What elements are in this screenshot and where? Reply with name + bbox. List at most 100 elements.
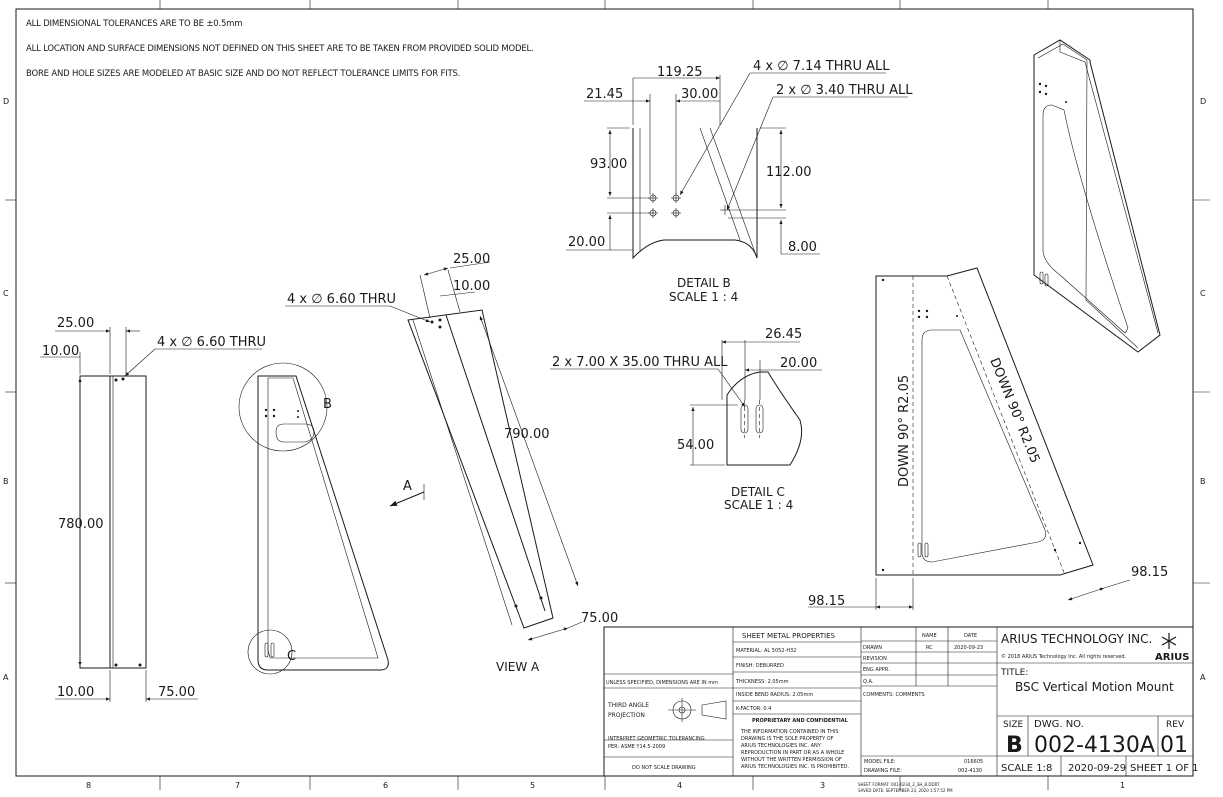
view-a-holes-callout: 4 x ∅ 6.60 THRU	[287, 292, 396, 307]
flat-bend-note-2: DOWN 90° R2.05	[986, 356, 1042, 466]
tb-copyright: © 2018 ARIUS Technology Inc. All rights …	[1001, 653, 1127, 660]
front-dim-780: 780.00	[58, 517, 104, 532]
third-angle-projection-icon	[668, 698, 727, 722]
tb-sheet-metal-title: SHEET METAL PROPERTIES	[742, 632, 836, 640]
zone-col-3: 3	[820, 781, 825, 790]
tb-size-label: SIZE	[1003, 720, 1024, 730]
tb-drawn-name: RC	[926, 645, 933, 651]
tb-rev-label: REV	[1166, 720, 1185, 730]
front-dim-75: 75.00	[158, 685, 195, 700]
flat-bend-note-1: DOWN 90° R2.05	[897, 375, 912, 487]
saved-date: SAVED DATE: SEPTEMBER 23, 2020 1:57:52 P…	[858, 788, 953, 793]
tb-drawing-file: 002-4130	[958, 768, 982, 774]
detail-c-scale: SCALE 1 : 4	[724, 498, 793, 512]
tb-unless: UNLESS SPECIFIED, DIMENSIONS ARE IN mm	[606, 680, 718, 686]
front-dim-25: 25.00	[57, 316, 94, 331]
front-view: 25.00 10.00 4 x ∅ 6.60 THRU 780.00 10.00…	[40, 316, 266, 702]
note-location: ALL LOCATION AND SURFACE DIMENSIONS NOT …	[26, 44, 534, 54]
detail-b-dim-112: 112.00	[766, 165, 812, 180]
detail-b-circle	[238, 362, 328, 452]
side-view: B C A	[238, 362, 425, 675]
flat-dim-98-15-a: 98.15	[808, 594, 845, 609]
zone-row-d-right: D	[1200, 97, 1206, 106]
tb-eng-appr: ENG APPR.	[863, 667, 890, 673]
detail-c-dim-54: 54.00	[677, 438, 714, 453]
tb-dwg-label: DWG. NO.	[1034, 719, 1084, 730]
tb-interpret-2: PER: ASME Y14.5-2009	[608, 744, 665, 750]
note-bore: BORE AND HOLE SIZES ARE MODELED AT BASIC…	[26, 69, 460, 79]
detail-c-dim-20: 20.00	[780, 356, 817, 371]
zone-col-8: 8	[86, 781, 91, 790]
tb-bend-radius: INSIDE BEND RADIUS: 2.05mm	[736, 692, 813, 698]
tb-rev: 01	[1160, 733, 1188, 758]
tb-thickness: THICKNESS: 2.05mm	[735, 679, 789, 685]
zone-col-6: 6	[383, 781, 388, 790]
tb-col-name: NAME	[922, 633, 937, 639]
detail-b-holes-340: 2 x ∅ 3.40 THRU ALL	[776, 83, 913, 98]
detail-b-dim-93: 93.00	[590, 157, 627, 172]
tb-size: B	[1006, 733, 1023, 758]
view-a-dim-10: 10.00	[453, 279, 490, 294]
zone-row-a-right: A	[1200, 673, 1206, 682]
zone-labels: 8 7 6 5 4 3 1 D C B A D C B A	[3, 97, 1206, 790]
tb-material: MATERIAL: AL 5052-H32	[736, 648, 796, 654]
tb-proprietary-title: PROPRIETARY AND CONFIDENTIAL	[752, 718, 849, 724]
general-notes: ALL DIMENSIONAL TOLERANCES ARE TO BE ±0.…	[26, 19, 534, 79]
tb-date: 2020-09-29	[1068, 763, 1126, 774]
tb-prop-line-3: ARIUS TECHNOLOGIES INC. ANY	[741, 743, 822, 749]
title-block: SHEET METAL PROPERTIES MATERIAL: AL 5052…	[603, 626, 1199, 777]
tb-company: ARIUS TECHNOLOGY INC.	[1001, 632, 1152, 646]
view-a: 25.00 10.00 4 x ∅ 6.60 THRU 790.00 75.00…	[285, 252, 618, 674]
tb-dwg-no: 002-4130A	[1034, 733, 1155, 758]
sheet-format: SHEET FORMAT: 001-0234_2_SH_B.DDRT	[858, 782, 940, 787]
tb-scale: SCALE 1:8	[1001, 763, 1052, 774]
detail-c-circle	[247, 629, 293, 675]
callout-b: B	[323, 397, 332, 412]
tb-revision: REVISION	[863, 656, 887, 662]
view-a-dim-25: 25.00	[453, 252, 490, 267]
detail-b-dim-30: 30.00	[681, 87, 718, 102]
tb-model-file: 016605	[964, 759, 983, 765]
view-a-dim-75: 75.00	[581, 611, 618, 626]
tb-prop-line-6: ARIUS TECHNOLOGIES INC. IS PROHIBITED.	[741, 764, 849, 770]
tb-sheet: SHEET 1 OF 1	[1130, 763, 1199, 774]
zone-row-c-right: C	[1200, 289, 1206, 298]
detail-b-title: DETAIL B	[677, 276, 731, 290]
view-a-label: VIEW A	[496, 660, 540, 674]
tb-comments: COMMENTS: COMMENTS	[863, 692, 925, 698]
zone-row-b-right: B	[1200, 477, 1206, 486]
tb-drawing-file-label: DRAWING FILE:	[864, 768, 902, 774]
detail-b-dim-21-45: 21.45	[586, 87, 623, 102]
tb-col-date: DATE	[964, 633, 977, 639]
arius-logo-icon	[1161, 633, 1177, 649]
detail-b-dim-8: 8.00	[788, 240, 817, 255]
note-tolerance: ALL DIMENSIONAL TOLERANCES ARE TO BE ±0.…	[26, 19, 242, 29]
isometric-view	[1033, 39, 1161, 353]
tb-qa: Q.A.	[863, 679, 874, 685]
detail-b-scale: SCALE 1 : 4	[669, 290, 738, 304]
front-holes-callout: 4 x ∅ 6.60 THRU	[157, 335, 266, 350]
view-a-dim-790: 790.00	[504, 427, 550, 442]
zone-markers	[5, 0, 1210, 790]
detail-c: 26.45 20.00 2 x 7.00 X 35.00 THRU ALL 54…	[550, 327, 822, 512]
tb-prop-line-4: REPRODUCTION IN PART OR AS A WHOLE	[741, 750, 844, 756]
view-arrow-a: A	[403, 479, 412, 494]
callout-c: C	[287, 649, 296, 664]
zone-col-7: 7	[235, 781, 240, 790]
tb-no-scale: DO NOT SCALE DRAWING	[632, 765, 696, 771]
detail-b-holes-714: 4 x ∅ 7.14 THRU ALL	[753, 59, 890, 74]
tb-prop-line-2: DRAWING IS THE SOLE PROPERTY OF	[741, 736, 834, 742]
detail-c-title: DETAIL C	[731, 485, 785, 499]
zone-col-1: 1	[1120, 781, 1125, 790]
zone-row-c-left: C	[3, 289, 9, 298]
tb-projection-1: THIRD ANGLE	[607, 702, 649, 709]
detail-c-slots-callout: 2 x 7.00 X 35.00 THRU ALL	[552, 355, 728, 370]
tb-finish: FINISH: DEBURRED	[736, 663, 784, 669]
zone-row-b-left: B	[3, 477, 9, 486]
flat-dim-98-15-b: 98.15	[1131, 565, 1168, 580]
zone-row-a-left: A	[3, 673, 9, 682]
detail-b-dim-20: 20.00	[568, 235, 605, 250]
detail-b: 119.25 21.45 30.00 4 x ∅ 7.14 THRU ALL 2…	[566, 59, 913, 304]
flat-pattern-view: DOWN 90° R2.05 DOWN 90° R2.05 98.15 98.1…	[808, 267, 1168, 610]
